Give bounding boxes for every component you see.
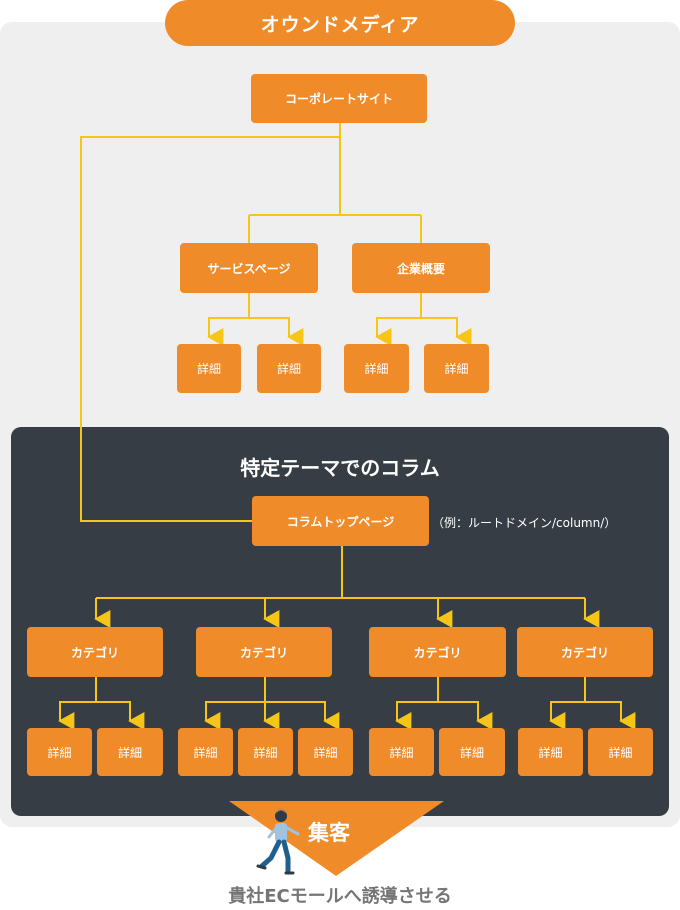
category-box: カテゴリ [196, 627, 332, 677]
detail-box: 詳細 [97, 728, 163, 776]
detail-box: 詳細 [238, 728, 293, 776]
footer-text: 貴社ECモールへ誘導させる [228, 886, 452, 907]
detail-box: 詳細 [588, 728, 653, 776]
example-note: （例：ルートドメイン/column/） [432, 516, 617, 530]
owned-media-title: オウンドメディア [165, 0, 515, 46]
category-box: カテゴリ [27, 627, 163, 677]
column-section-title: 特定テーマでのコラム [240, 456, 440, 480]
funnel-label: 集客 [308, 821, 350, 845]
walking-person-icon [256, 808, 300, 875]
category-box: カテゴリ [369, 627, 506, 677]
detail-box: 詳細 [178, 728, 233, 776]
detail-box: 詳細 [177, 344, 241, 393]
service-page-box: サービスページ [180, 243, 318, 293]
corporate-site-box: コーポレートサイト [251, 74, 427, 123]
category-box: カテゴリ [517, 627, 653, 677]
detail-box: 詳細 [439, 728, 505, 776]
detail-box: 詳細 [518, 728, 583, 776]
detail-box: 詳細 [369, 728, 434, 776]
detail-box: 詳細 [344, 344, 409, 393]
column-top-page-box: コラムトップページ [252, 496, 429, 546]
detail-box: 詳細 [424, 344, 489, 393]
detail-box: 詳細 [257, 344, 321, 393]
company-overview-box: 企業概要 [352, 243, 490, 293]
detail-box: 詳細 [298, 728, 353, 776]
detail-box: 詳細 [27, 728, 92, 776]
